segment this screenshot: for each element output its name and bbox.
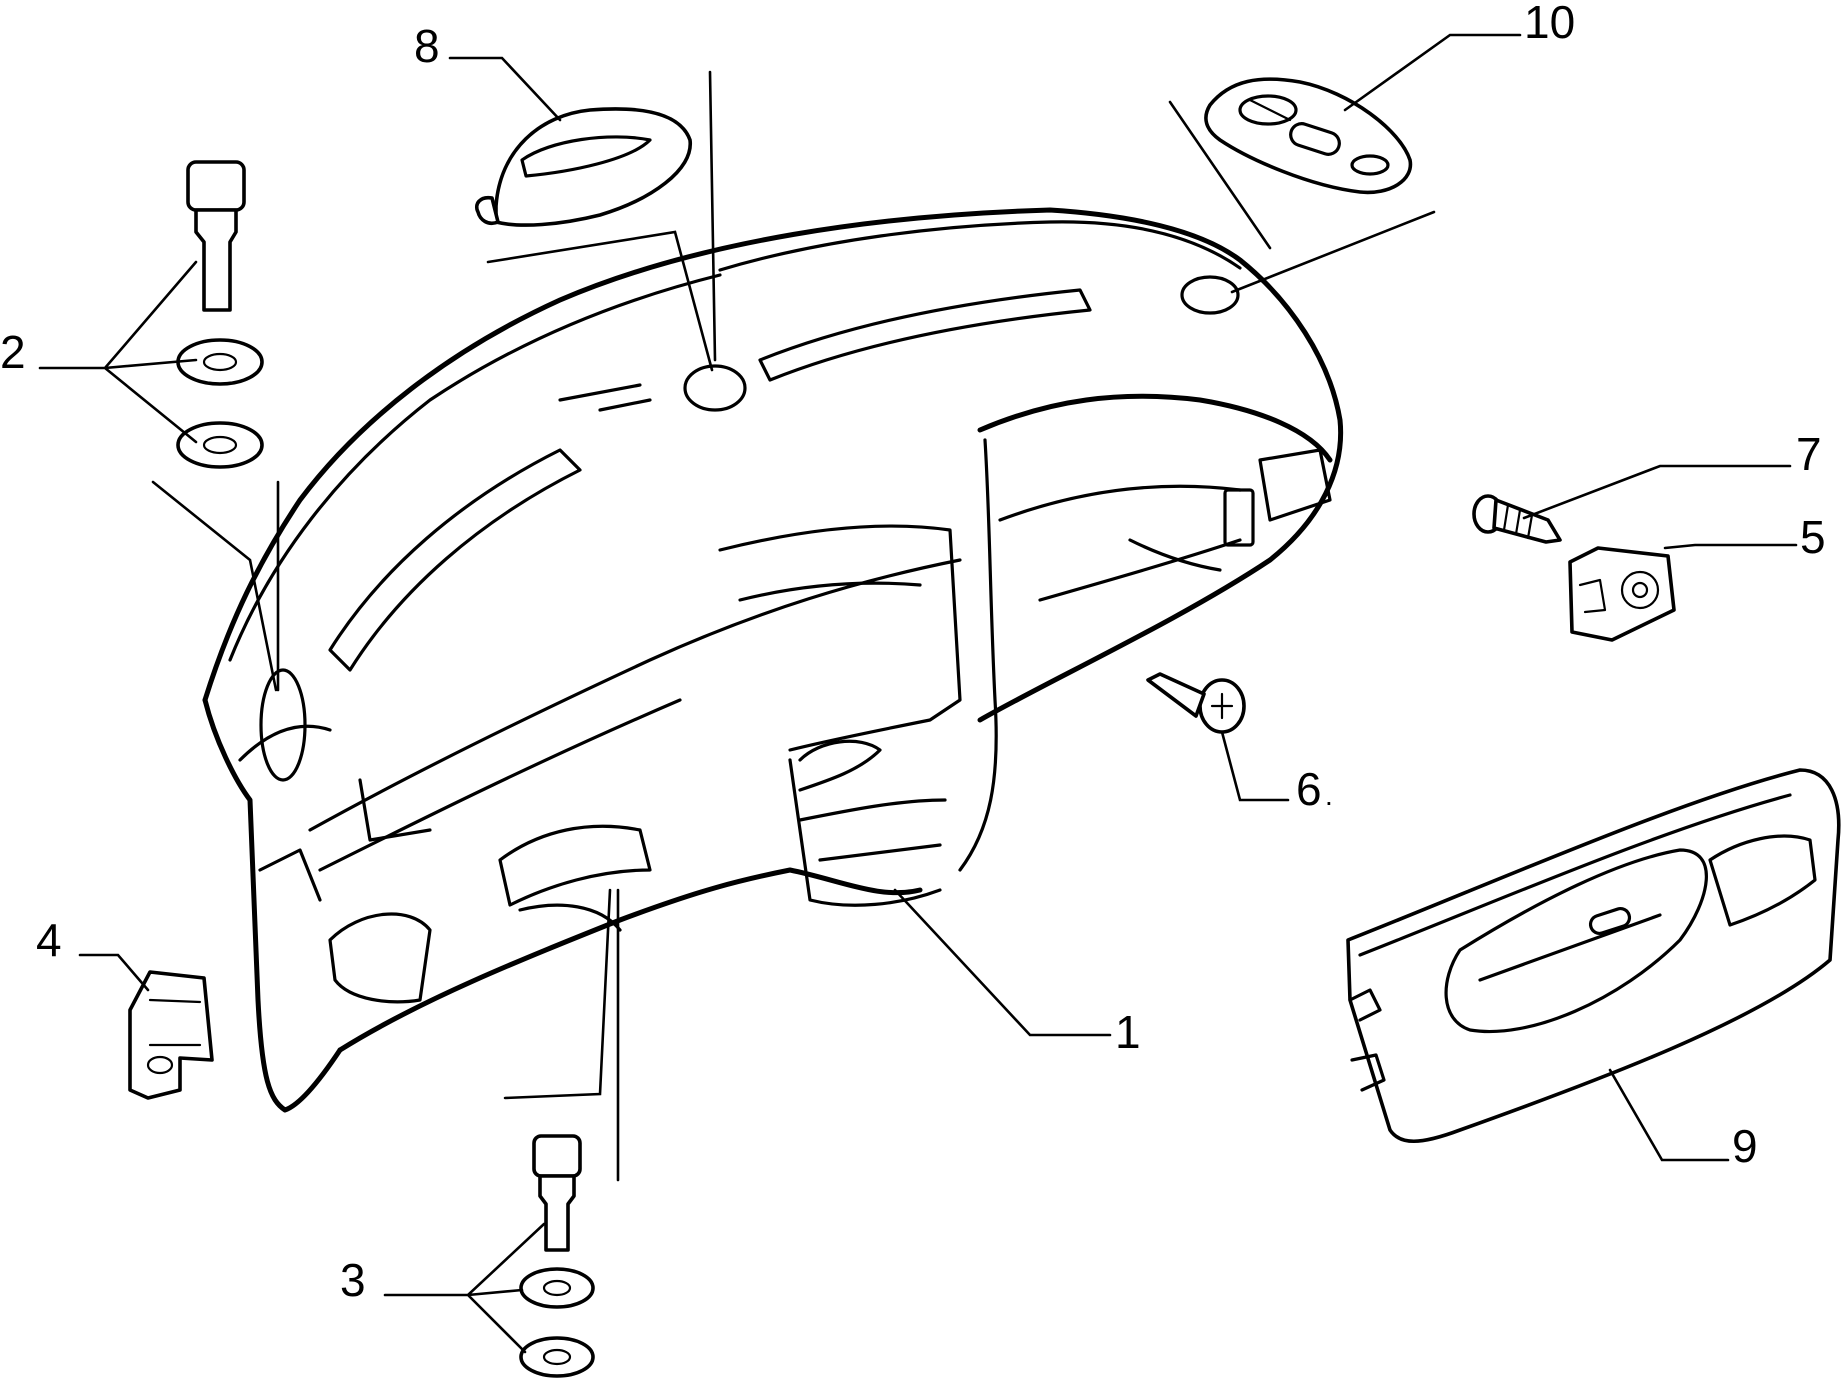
glovebox-lid-9 xyxy=(1346,768,1841,1143)
callout-8: 8 xyxy=(414,20,440,72)
nut-clip-5 xyxy=(1568,546,1676,642)
callout-6-dot: . xyxy=(1325,780,1333,811)
callout-6: 6 xyxy=(1296,763,1322,815)
callout-3: 3 xyxy=(340,1254,366,1306)
callout-5: 5 xyxy=(1800,511,1826,563)
callout-10: 10 xyxy=(1524,0,1575,48)
screw-6 xyxy=(1146,672,1246,734)
switch-panel-10 xyxy=(1204,77,1413,195)
callout-4: 4 xyxy=(36,914,62,966)
bolt-washer-set-2 xyxy=(176,160,264,469)
leader-lines xyxy=(38,33,1798,1354)
screw-7 xyxy=(1472,494,1562,544)
callout-1: 1 xyxy=(1115,1006,1141,1058)
cover-cap-8 xyxy=(475,107,692,227)
clip-4 xyxy=(128,970,214,1100)
bolt-washer-set-3 xyxy=(519,1134,595,1378)
callout-9: 9 xyxy=(1732,1120,1758,1172)
callout-labels: 1 2 3 4 5 6 . 7 8 9 10 xyxy=(0,0,1826,1306)
dashboard-panel xyxy=(202,207,1344,1113)
callout-2: 2 xyxy=(0,326,26,378)
callout-7: 7 xyxy=(1796,428,1822,480)
